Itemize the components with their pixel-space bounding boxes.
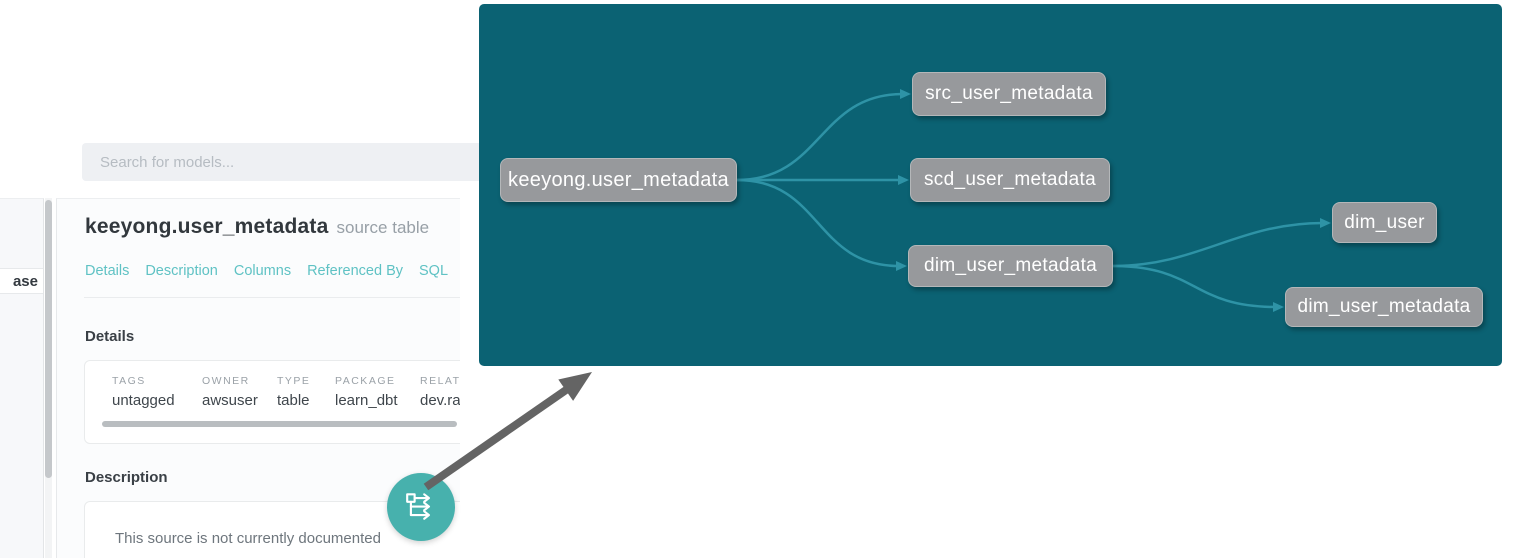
lineage-node-dim_user_metadata[interactable]: dim_user_metadata (1285, 287, 1483, 327)
details-field-owner: OWNER awsuser (202, 375, 277, 409)
lineage-edges (735, 89, 1331, 312)
content-panel: keeyong.user_metadata source table Detai… (56, 198, 460, 558)
lineage-node-dim_user[interactable]: dim_user (1332, 202, 1437, 243)
field-value: dev.ra (420, 392, 460, 409)
page-title: keeyong.user_metadata (85, 215, 329, 238)
field-label: TAGS (112, 375, 146, 387)
lineage-node-src_user_metadata[interactable]: src_user_metadata (912, 72, 1106, 116)
tab-details[interactable]: Details (85, 263, 130, 279)
horizontal-scrollbar-thumb[interactable] (102, 421, 457, 427)
field-value: awsuser (202, 392, 258, 409)
field-value: untagged (112, 392, 175, 409)
lineage-tree-icon (404, 489, 438, 526)
field-label: RELAT (420, 375, 460, 387)
model-header: keeyong.user_metadata source table (85, 215, 429, 239)
sidebar: ase (0, 198, 44, 558)
field-value: learn_dbt (335, 392, 398, 409)
lineage-node-scd_user_metadata[interactable]: scd_user_metadata (910, 158, 1110, 202)
details-card: TAGS untagged OWNER awsuser TYPE table PACKAGE… (84, 360, 460, 444)
details-field-relat: RELAT dev.ra (420, 375, 460, 409)
lineage-node-dim_user_metadata[interactable]: dim_user_metadata (908, 245, 1113, 287)
description-text: This source is not currently documented (115, 530, 381, 547)
sidebar-item-database[interactable]: ase (0, 268, 43, 294)
field-label: PACKAGE (335, 375, 396, 387)
details-heading: Details (85, 328, 135, 345)
vertical-scrollbar-track[interactable] (45, 198, 52, 558)
tabs: Details Description Columns Referenced By SQ… (85, 263, 448, 279)
field-label: OWNER (202, 375, 250, 387)
details-field-package: PACKAGE learn_dbt (335, 375, 420, 409)
search-input[interactable] (82, 143, 482, 181)
tabs-divider (84, 297, 460, 298)
details-fields: TAGS untagged OWNER awsuser TYPE table PACKAGE… (112, 375, 460, 409)
details-field-tags: TAGS untagged (112, 375, 202, 409)
tab-description[interactable]: Description (145, 263, 218, 279)
lineage-button[interactable] (387, 473, 455, 541)
details-field-type: TYPE table (277, 375, 335, 409)
tab-referenced-by[interactable]: Referenced By (307, 263, 403, 279)
lineage-node-keeyong-user_metadata[interactable]: keeyong.user_metadata (500, 158, 737, 202)
tab-sql[interactable]: SQL (419, 263, 449, 279)
sidebar-item-label: ase (12, 272, 38, 290)
field-value: table (277, 392, 310, 409)
vertical-scrollbar-thumb[interactable] (45, 200, 52, 478)
model-type-label: source table (336, 218, 430, 237)
description-heading: Description (85, 469, 168, 486)
tab-columns[interactable]: Columns (233, 263, 292, 279)
field-label: TYPE (277, 375, 311, 387)
